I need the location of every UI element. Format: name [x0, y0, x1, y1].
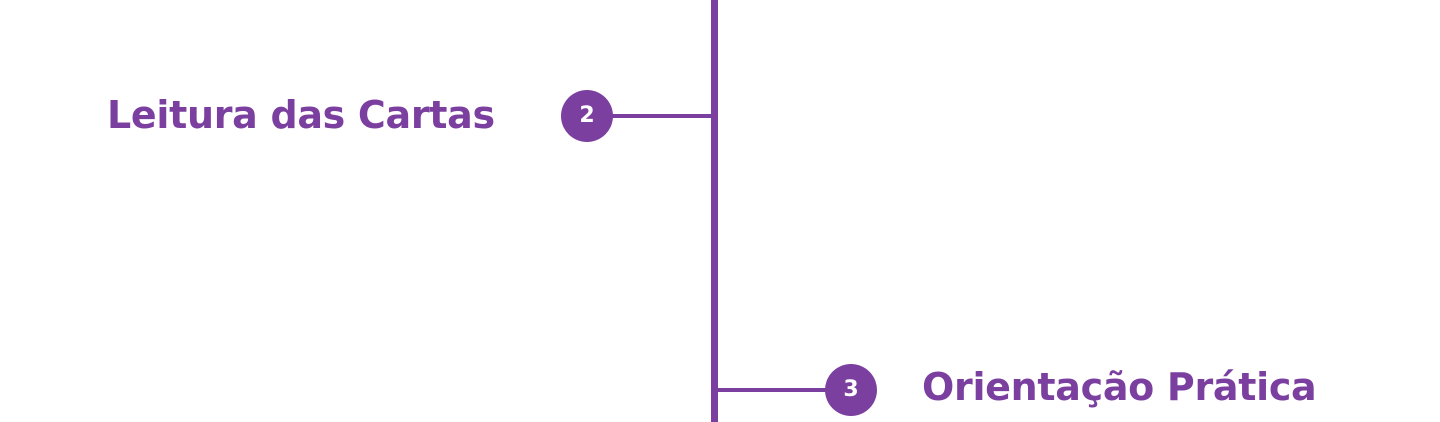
step-2-badge: 2 [561, 90, 613, 142]
step-3-badge: 3 [825, 364, 877, 416]
step-3-connector [716, 388, 852, 392]
step-2-connector [586, 114, 714, 118]
timeline-spine [711, 0, 718, 422]
step-3-title: Orientação Prática [922, 365, 1317, 409]
step-3-number: 3 [843, 377, 859, 402]
step-2-title: Leitura das Cartas [107, 93, 495, 137]
step-2-number: 2 [579, 103, 595, 128]
